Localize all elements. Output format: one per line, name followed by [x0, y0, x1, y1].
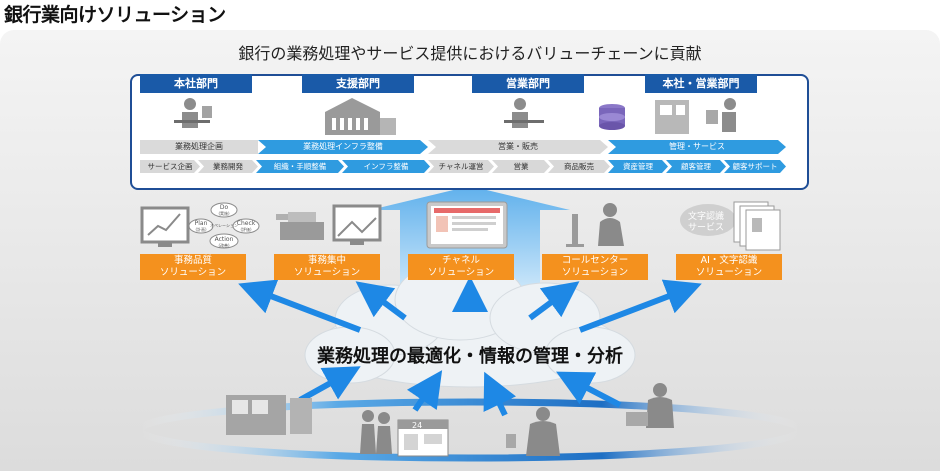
chain-stage: 管理・サービス — [608, 140, 786, 154]
solution-label: 事務品質ソリューション — [140, 254, 246, 280]
pdca-plan: Plan — [195, 220, 208, 227]
ring — [136, 398, 804, 462]
printer-icon — [276, 212, 324, 240]
headset-operator-icon — [566, 203, 624, 247]
smartphone-user-icon — [506, 407, 560, 456]
chain-step: 顧客管理 — [666, 160, 726, 173]
ocr-service-icon — [680, 201, 781, 251]
ocr-card-line1: 文字認識 — [688, 210, 724, 222]
solution-arrows — [238, 276, 702, 333]
atm-icon — [226, 395, 312, 435]
chain-step: チャネル運営 — [428, 160, 494, 173]
pdca-center: オペレーション — [210, 222, 238, 228]
pdca-plan-sub: (計画) — [195, 226, 207, 232]
chain-step: 商品販売 — [548, 160, 610, 173]
pdca-action-sub: (改善) — [218, 242, 230, 248]
solution-label: 事務集中ソリューション — [274, 254, 380, 280]
pdca-cycle-icon — [188, 202, 260, 249]
chain-step: 営業 — [492, 160, 550, 173]
chain-step: サービス企画 — [140, 160, 200, 173]
solution-label: AI・文字認識ソリューション — [676, 254, 782, 280]
inbound-arrows — [298, 366, 622, 417]
solution-label: コールセンターソリューション — [542, 254, 648, 280]
diagram-subtitle: 銀行の業務処理やサービス提供におけるバリューチェーンに貢献 — [238, 44, 702, 63]
dept-label: 営業部門 — [472, 74, 584, 93]
chain-stage: 営業・販売 — [428, 140, 608, 154]
database-icon — [599, 104, 625, 130]
chain-step: 業務開発 — [198, 160, 258, 173]
store-icon — [397, 419, 449, 457]
chain-stage: 業務処理インフラ整備 — [258, 140, 428, 154]
chain-step: インフラ整備 — [342, 160, 430, 173]
pdca-check: Check — [237, 220, 256, 227]
pdca-do: Do — [220, 204, 229, 211]
machine-icon — [655, 100, 689, 134]
chart-monitor-icon — [140, 206, 190, 247]
pdca-action: Action — [215, 236, 234, 243]
solution-label: チャネルソリューション — [408, 254, 514, 280]
chain-stage: 業務処理企画 — [140, 140, 258, 154]
image-monitor-icon — [332, 204, 382, 245]
chain-step: 組織・手順整備 — [256, 160, 344, 173]
page-title: 銀行業向けソリューション — [4, 4, 226, 26]
building-icon — [325, 98, 396, 135]
chain-step: 資産管理 — [608, 160, 668, 173]
chain-step: 顧客サポート — [724, 160, 786, 173]
ocr-card-line2: サービス — [688, 222, 724, 233]
dept-label: 支援部門 — [302, 74, 414, 93]
pdca-check-sub: (評価) — [240, 226, 252, 232]
clerk-icon — [504, 98, 544, 128]
dept-label: 本社・営業部門 — [645, 74, 757, 93]
office-worker-icon — [174, 98, 212, 128]
store-sign: 24 — [412, 421, 422, 430]
operator-icon — [706, 98, 736, 132]
shopping-couple-icon — [360, 410, 392, 454]
center-message: 業務処理の最適化・情報の管理・分析 — [317, 346, 623, 367]
pdca-do-sub: (実施) — [218, 210, 230, 216]
laptop-user-icon — [626, 383, 674, 428]
dept-label: 本社部門 — [140, 74, 252, 93]
tablet-icon — [426, 201, 508, 249]
